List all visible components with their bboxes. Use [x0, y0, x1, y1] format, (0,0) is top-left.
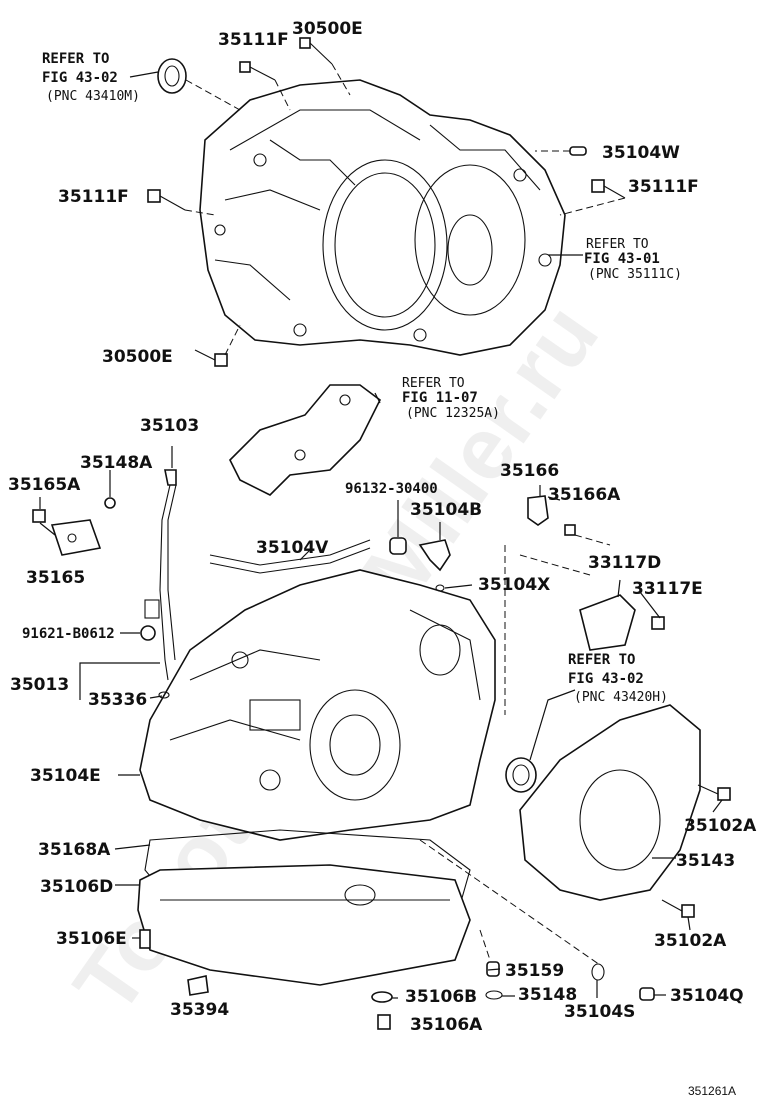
union-fitting-icon: [639, 987, 655, 1001]
o-ring-icon: [591, 963, 605, 981]
bolt-icon: [299, 37, 333, 65]
leader-lines: [39, 63, 723, 999]
reference-text: REFER TO: [42, 51, 109, 67]
reference-text: REFER TO: [586, 237, 649, 252]
part-label-91621-B0612: 91621-B0612: [22, 626, 115, 642]
oil-seal-icon: [505, 757, 537, 793]
part-label-35159: 35159: [505, 961, 564, 981]
reference-note-1: REFER TO FIG 43-02 (PNC 43410M): [42, 51, 159, 104]
gasket-icon: [485, 990, 503, 1000]
gasket-icon: [371, 991, 393, 1003]
part-label-35165A: 35165A: [8, 475, 81, 495]
part-label-35336: 35336: [88, 690, 147, 710]
dipstick: [144, 469, 177, 681]
reference-note-2: REFER TO FIG 43-01 (PNC 35111C): [584, 237, 682, 282]
plug-icon: [527, 495, 549, 526]
drain-plug-icon: [377, 1014, 391, 1030]
bolt-icon: [661, 899, 695, 918]
part-label-35111F-left: 35111F: [58, 187, 129, 207]
oil-seal-icon: [157, 58, 187, 94]
bolt-icon: [194, 349, 228, 367]
breather-hose: [209, 539, 371, 574]
part-label-35111F-right: 35111F: [628, 177, 699, 197]
part-label-35168A: 35168A: [38, 840, 111, 860]
clamp-icon: [389, 537, 407, 555]
part-label-35104B: 35104B: [410, 500, 482, 520]
part-label-35394: 35394: [170, 1000, 229, 1020]
oil-pan: [137, 864, 471, 986]
bolt-icon: [697, 784, 731, 801]
part-label-35104V: 35104V: [256, 538, 329, 558]
reference-text: (PNC 12325A): [406, 406, 500, 421]
part-label-35166A: 35166A: [548, 485, 621, 505]
part-label-35106E: 35106E: [56, 929, 127, 949]
magnet-icon: [187, 975, 209, 996]
reference-text: (PNC 43410M): [46, 89, 140, 104]
part-label-35106D: 35106D: [40, 877, 113, 897]
o-ring-icon: [158, 691, 170, 699]
pin-icon: [569, 146, 587, 156]
part-label-35104W: 35104W: [602, 143, 680, 163]
reference-text: FIG 43-01: [584, 251, 660, 267]
bolt-icon: [564, 524, 576, 536]
speed-sensor: [579, 594, 636, 651]
part-label-96132-30400: 96132-30400: [345, 481, 438, 497]
part-label-35102A-bottom: 35102A: [654, 931, 727, 951]
reference-note-4: REFER TO FIG 43-02 (PNC 43420H): [568, 652, 668, 705]
bolt-icon: [140, 625, 156, 641]
bolt-icon: [591, 179, 626, 199]
part-label-35106A: 35106A: [410, 1015, 483, 1035]
part-label-35102A-top: 35102A: [684, 816, 757, 836]
figure-id: 351261A: [688, 1084, 736, 1098]
transaxle-case: [139, 569, 496, 841]
part-label-35165: 35165: [26, 568, 85, 588]
bolt-icon: [651, 616, 665, 630]
part-label-30500E: 30500E: [292, 19, 363, 39]
part-label-35104E: 35104E: [30, 766, 101, 786]
bolt-icon: [32, 509, 46, 523]
reference-text: REFER TO: [568, 652, 635, 668]
part-label-35106B: 35106B: [405, 987, 477, 1007]
part-label-35148A: 35148A: [80, 453, 153, 473]
side-cover: [519, 704, 701, 901]
part-label-35148: 35148: [518, 985, 577, 1005]
part-label-35104Q: 35104Q: [670, 986, 744, 1006]
bolt-icon: [239, 61, 276, 81]
reference-note-3: REFER TO FIG 11-07 (PNC 12325A): [402, 376, 500, 421]
part-label-35103: 35103: [140, 416, 199, 436]
part-label-33117D: 33117D: [588, 553, 661, 573]
reference-text: FIG 43-02: [568, 671, 644, 687]
reference-text: (PNC 35111C): [588, 267, 682, 282]
part-label-35104X: 35104X: [478, 575, 550, 595]
reference-text: FIG 11-07: [402, 390, 478, 406]
part-label-35104S: 35104S: [564, 1002, 635, 1022]
clip-icon: [104, 497, 116, 509]
part-label-35013: 35013: [10, 675, 69, 695]
transaxle-housing: [199, 79, 566, 356]
bolt-icon: [147, 189, 186, 211]
reference-text: FIG 43-02: [42, 70, 118, 86]
bracket-icon: [50, 519, 102, 556]
part-label-30500E-left: 30500E: [102, 347, 173, 367]
part-label-35166: 35166: [500, 461, 559, 481]
o-ring-icon: [435, 584, 445, 592]
mount-bracket: [229, 384, 382, 496]
part-label-35111F: 35111F: [218, 30, 289, 50]
drain-plug-icon: [139, 929, 151, 949]
reference-text: (PNC 43420H): [574, 690, 668, 705]
part-label-35143: 35143: [676, 851, 735, 871]
reference-text: REFER TO: [402, 376, 465, 391]
part-label-33117E: 33117E: [632, 579, 703, 599]
union-fitting-icon: [418, 539, 451, 572]
